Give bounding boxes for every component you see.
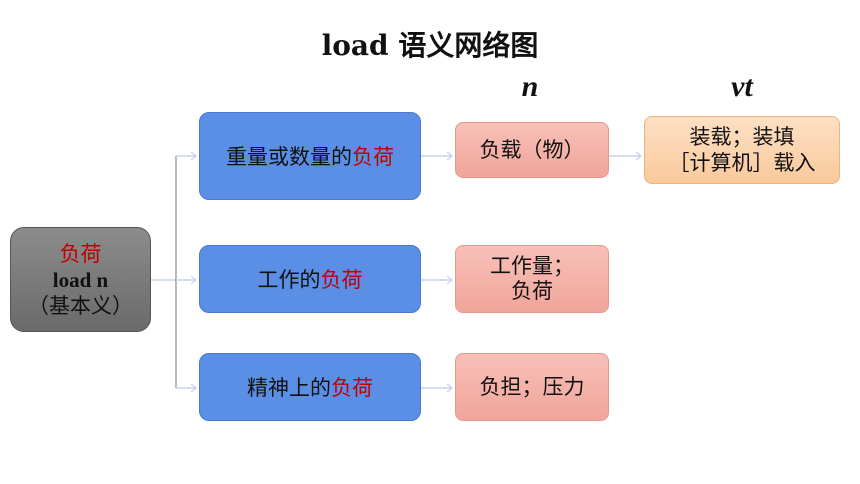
meaning-highlight: 负荷 bbox=[352, 145, 394, 169]
verb-sense-line: ［计算机］载入 bbox=[668, 151, 816, 175]
noun-sense-line: 工作量； bbox=[490, 254, 574, 278]
noun-column-header: n bbox=[521, 70, 539, 103]
verb-column-header: vt bbox=[731, 70, 753, 103]
meaning-prefix: 工作的 bbox=[257, 268, 321, 292]
meaning-prefix: 重量或数量的 bbox=[226, 145, 352, 169]
meaning-prefix: 精神上的 bbox=[247, 376, 331, 400]
meaning-node-work: 工作的负荷 bbox=[199, 245, 421, 313]
page-title: load 语义网络图 bbox=[321, 29, 539, 62]
noun-sense-workload: 工作量； 负荷 bbox=[455, 245, 609, 313]
meaning-node-weight: 重量或数量的负荷 bbox=[199, 112, 421, 200]
meaning-highlight: 负荷 bbox=[331, 376, 373, 400]
noun-sense-burden: 负担；压力 bbox=[455, 353, 609, 421]
noun-sense-line: 负荷 bbox=[511, 279, 553, 303]
root-node: 负荷 load n （基本义） bbox=[10, 227, 151, 332]
verb-sense-line: 装载；装填 bbox=[689, 125, 795, 149]
noun-sense-cargo: 负载（物） bbox=[455, 122, 609, 178]
root-note: （基本义） bbox=[28, 293, 133, 318]
verb-sense-node: 装载；装填 ［计算机］载入 bbox=[644, 116, 840, 184]
meaning-highlight: 负荷 bbox=[320, 268, 363, 292]
noun-sense-line: 负担；压力 bbox=[479, 374, 585, 399]
meaning-node-mental: 精神上的负荷 bbox=[199, 353, 421, 421]
root-term: load n bbox=[52, 267, 109, 292]
noun-sense-line: 负载（物） bbox=[479, 137, 585, 162]
root-word: 负荷 bbox=[59, 241, 102, 266]
